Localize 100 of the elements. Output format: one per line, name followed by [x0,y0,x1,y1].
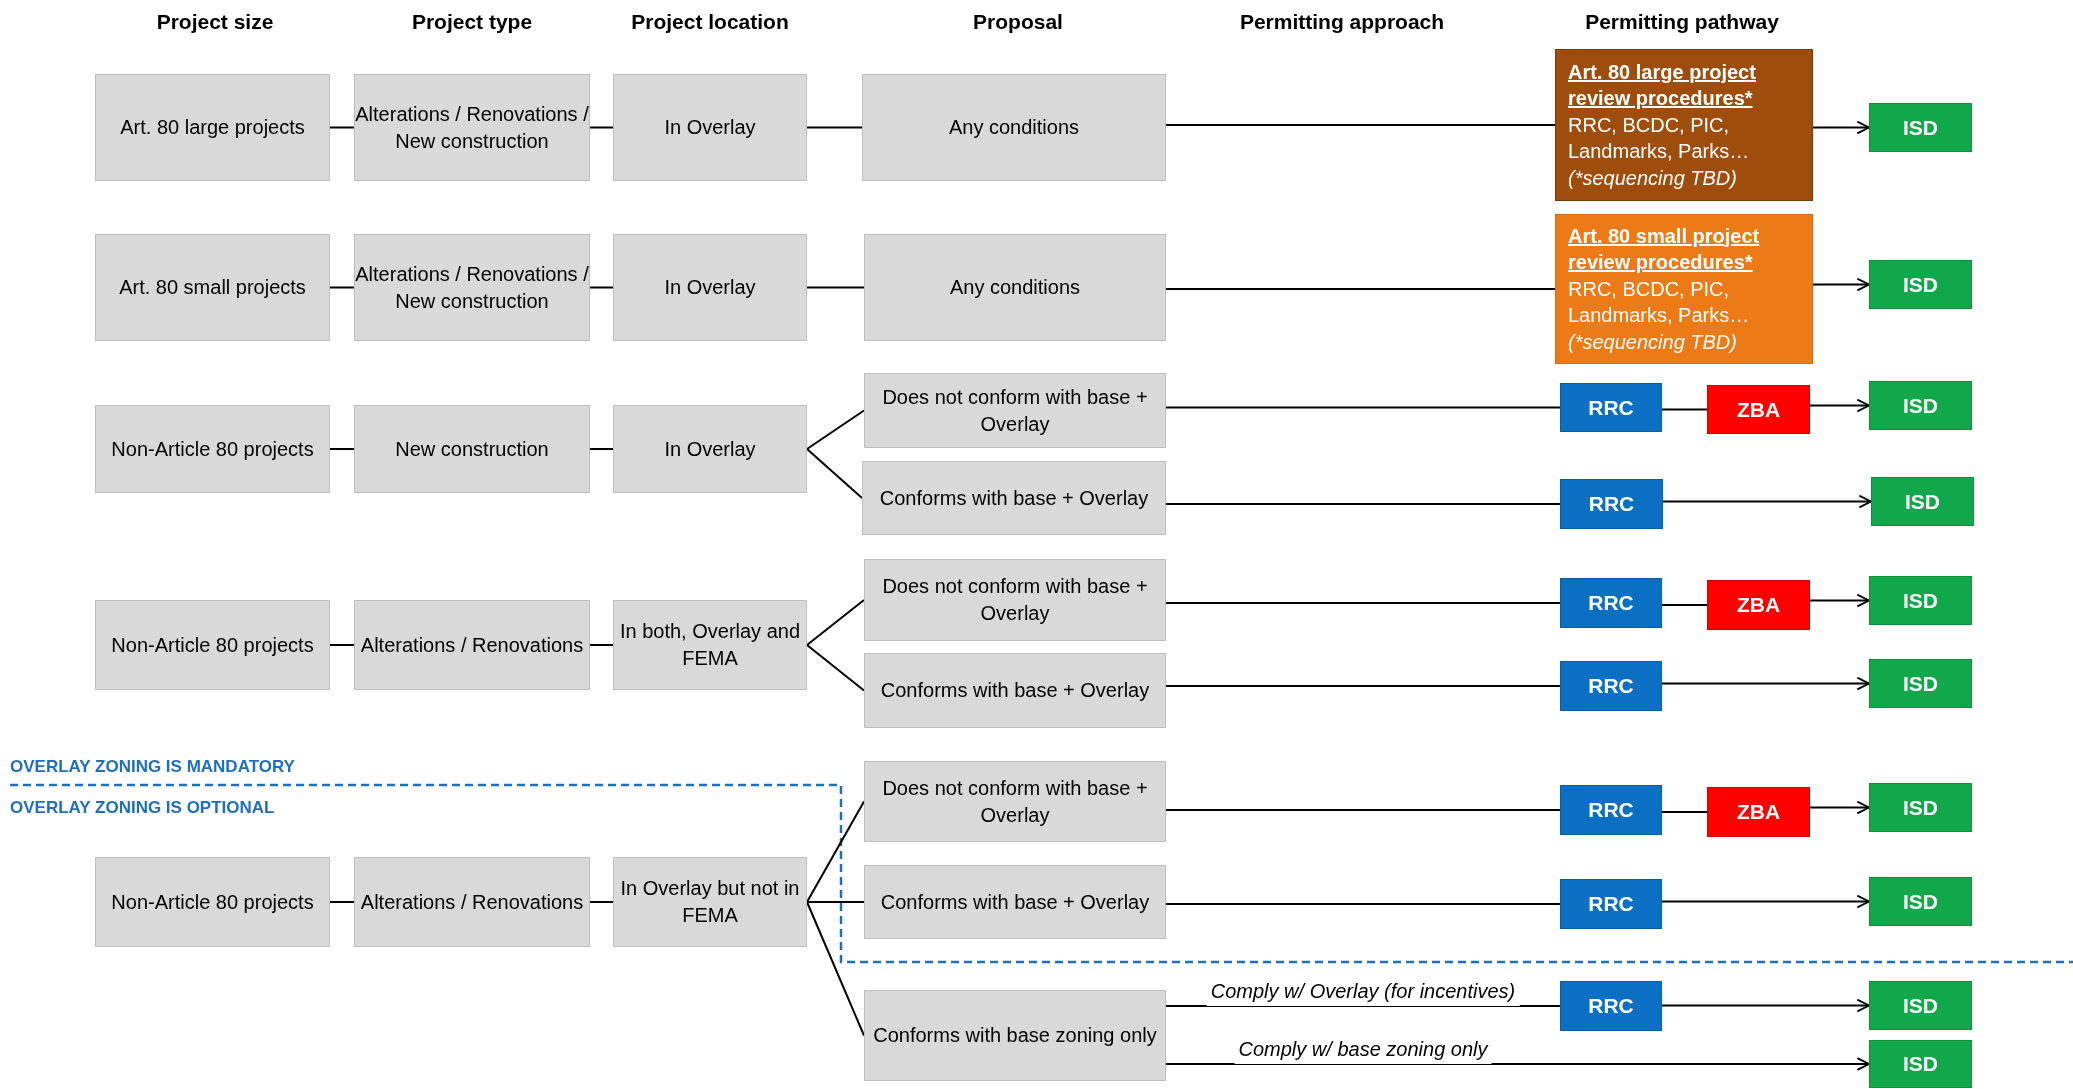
agency-box: RRC [1560,661,1662,711]
procedure-note: (*sequencing TBD) [1568,329,1737,355]
procedure-list: RRC, BCDC, PIC, Landmarks, Parks… [1568,111,1800,165]
agency-box: RRC [1560,479,1663,529]
process-box: Art. 80 small projects [95,234,330,341]
agency-box: RRC [1560,578,1662,628]
connector-line [589,448,614,450]
arrow [1812,277,1870,292]
connector-line [1165,503,1561,505]
process-box: Non-Article 80 projects [95,857,330,947]
connector-line [1165,602,1561,604]
review-procedure-box [1555,49,1813,201]
process-box: Does not conform with base + Overlay [864,559,1166,641]
agency-box: ZBA [1707,385,1810,434]
process-box: Conforms with base + Overlay [864,865,1166,939]
zone-label: OVERLAY ZONING IS MANDATORY [10,756,295,778]
connector-line [806,901,865,1037]
process-box: Alterations / Renovations [354,857,590,947]
process-box: In Overlay [613,74,807,181]
connector-line [589,286,614,289]
column-header: Project type [410,9,534,35]
connector-line [1165,685,1561,687]
agency-box: ISD [1869,1040,1972,1088]
process-box: New construction [354,405,590,493]
connector-line [1165,1005,1561,1007]
agency-box: ISD [1869,981,1972,1030]
column-header: Permitting pathway [1584,9,1780,35]
zone-label: OVERLAY ZONING IS OPTIONAL [10,797,275,819]
agency-box: ISD [1869,381,1972,430]
procedure-heading: Art. 80 large project review procedures* [1568,59,1757,112]
arrow [1661,894,1870,909]
connector-line [806,644,865,692]
connector-line [1661,604,1708,606]
connector-line [589,126,614,129]
connector-line [806,409,865,450]
agency-box: ISD [1869,877,1972,926]
process-box: Conforms with base + Overlay [862,461,1166,535]
procedure-note: (*sequencing TBD) [1568,165,1737,191]
process-box: Alterations / Renovations [354,600,590,690]
column-header: Project size [155,9,275,35]
process-box: Conforms with base + Overlay [864,653,1166,728]
agency-box: ISD [1869,260,1972,309]
connector-line [329,126,355,129]
process-box: In both, Overlay and FEMA [613,600,807,690]
connector-line [1165,406,1561,409]
agency-box: ISD [1869,783,1972,832]
connector-line [329,901,355,903]
process-box: In Overlay [613,234,807,341]
connector-line [1165,809,1561,811]
connector-line [806,901,865,903]
connector-line [806,800,865,903]
process-box: Alterations / Renovations / New construction [354,74,590,181]
arrow [1812,120,1870,135]
connector-line [329,286,355,289]
agency-box: RRC [1560,981,1662,1031]
connector-line [1661,408,1708,411]
arrow [1809,593,1870,608]
process-box: Conforms with base zoning only [864,990,1166,1081]
arrow [1662,494,1872,509]
connector-line [1165,288,1556,290]
process-box: Non-Article 80 projects [95,405,330,493]
process-box: Does not conform with base + Overlay [864,373,1166,448]
agency-box: ZBA [1707,580,1810,630]
connector-line [806,599,865,646]
connector-line [589,644,614,646]
review-procedure-box [1555,214,1813,364]
connector-line [1165,124,1556,126]
arrow [1661,998,1870,1013]
connector-line [329,644,355,646]
process-box: Does not conform with base + Overlay [864,761,1166,842]
process-box: Non-Article 80 projects [95,600,330,690]
agency-box: ISD [1871,477,1974,526]
connector-line [1165,903,1561,905]
process-box: Alterations / Renovations / New construction [354,234,590,341]
column-header: Permitting approach [1238,9,1446,35]
agency-box: ZBA [1707,787,1810,837]
arrow [1809,800,1870,815]
column-header: Proposal [972,9,1064,35]
arrow [1661,676,1870,691]
column-header: Project location [630,9,790,35]
process-box: Any conditions [862,74,1166,181]
process-box: In Overlay but not in FEMA [613,857,807,947]
arrow [1165,1057,1870,1071]
connector-line [1661,811,1708,813]
agency-box: ISD [1869,576,1972,625]
connector-line [806,448,863,499]
connector-line [806,286,865,289]
procedure-heading: Art. 80 small project review procedures* [1568,223,1761,276]
process-box: Any conditions [864,234,1166,341]
procedure-list: RRC, BCDC, PIC, Landmarks, Parks… [1568,275,1800,329]
agency-box: ISD [1869,659,1972,708]
process-box: Art. 80 large projects [95,74,330,181]
arrow [1809,398,1870,413]
connector-line [329,448,355,450]
agency-box: RRC [1560,383,1662,432]
process-box: In Overlay [613,405,807,493]
agency-box: ISD [1869,103,1972,152]
agency-box: RRC [1560,879,1662,929]
agency-box: RRC [1560,785,1662,835]
connector-line [589,901,614,903]
